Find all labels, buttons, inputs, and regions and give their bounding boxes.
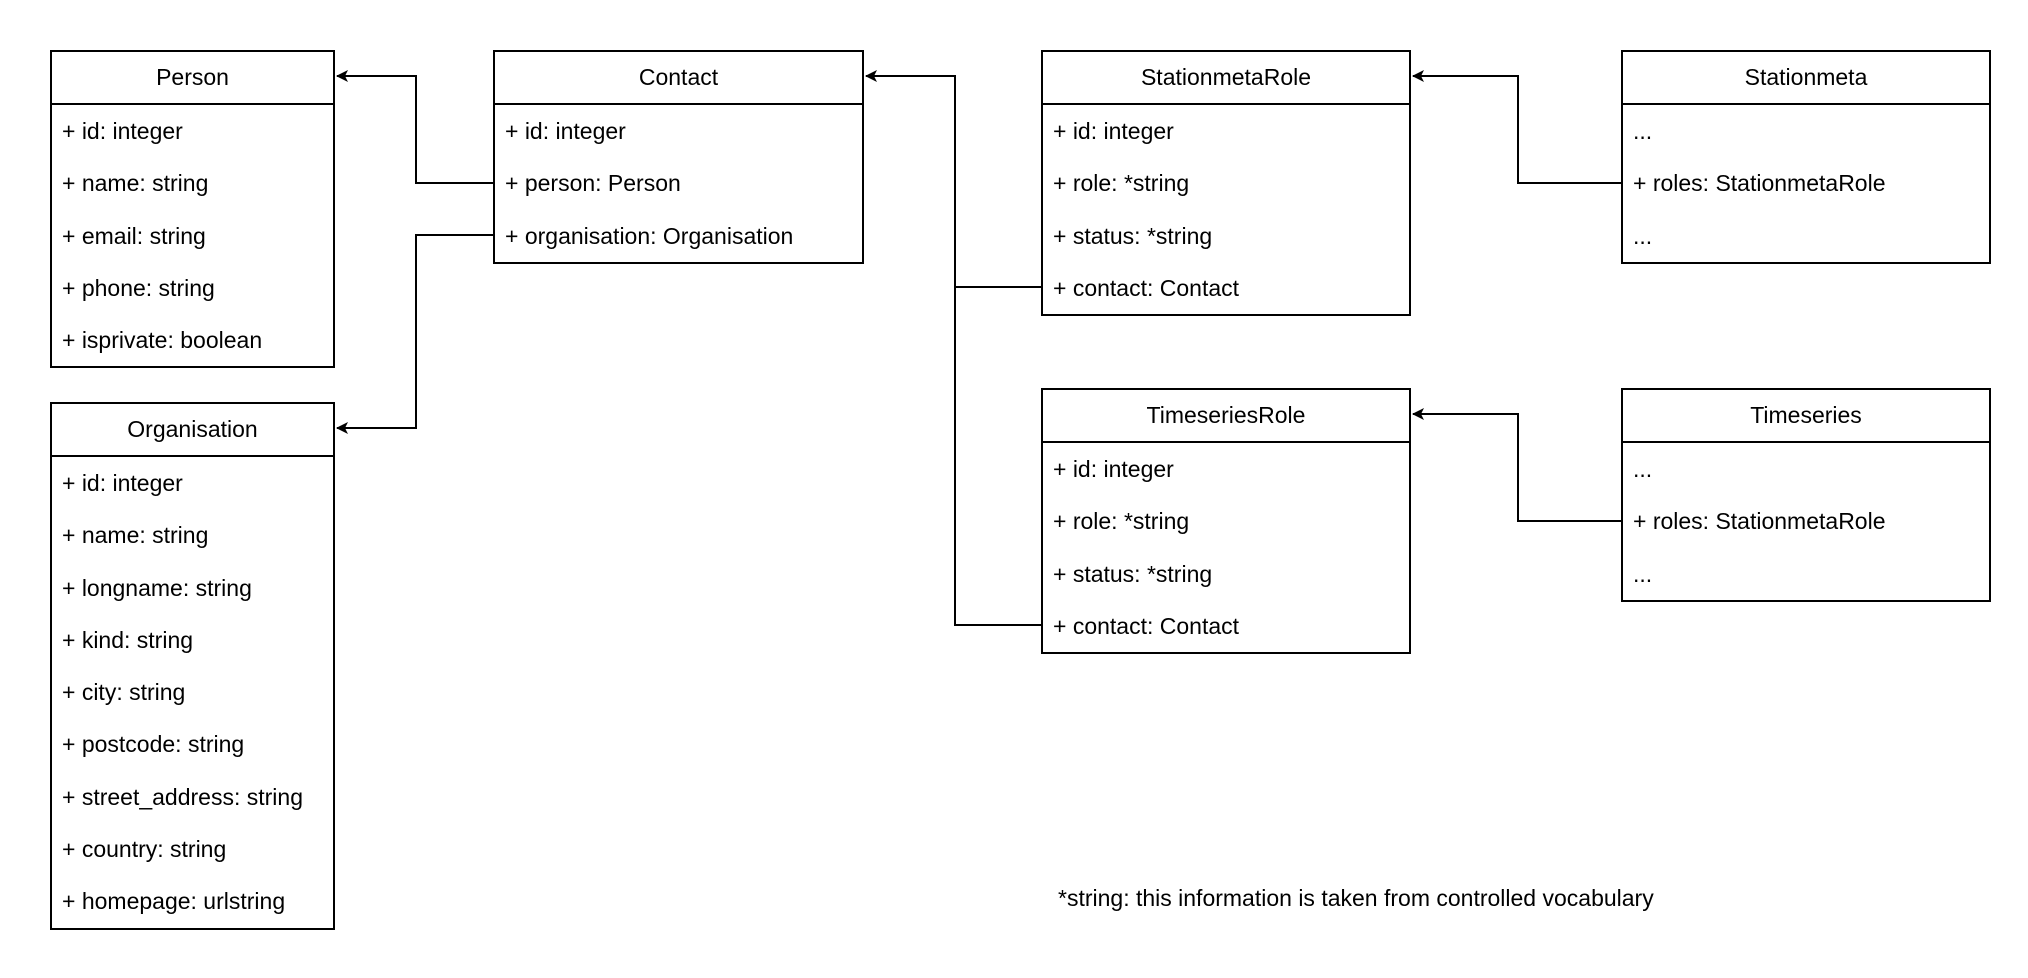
class-title: Organisation xyxy=(52,404,333,457)
relation-timeseriesrole-contact xyxy=(954,287,1043,626)
class-attribute: + id: integer xyxy=(1053,456,1174,482)
class-attribute: + id: integer xyxy=(1053,118,1174,144)
class-attribute: + country: string xyxy=(62,836,227,863)
class-attribute: + phone: string xyxy=(62,274,215,301)
class-title: Timeseries xyxy=(1623,390,1989,443)
class-attribute: + contact: Contact xyxy=(1053,612,1240,639)
class-attribute: + longname: string xyxy=(62,574,252,601)
relation-stationmetarole-contact xyxy=(865,70,1043,288)
class-attribute: + roles: StationmetaRole xyxy=(1633,508,1886,535)
class-person: Person + id: integer + name: string + em… xyxy=(50,50,335,369)
class-attribute: + role: *string xyxy=(1053,170,1190,197)
class-contact: Contact + id: integer + person: Person +… xyxy=(493,50,864,264)
class-attribute: + homepage: urlstring xyxy=(62,888,286,915)
class-attribute: + name: string xyxy=(62,170,209,197)
class-organisation: Organisation + id: integer + name: strin… xyxy=(50,402,335,930)
class-attribute: + roles: StationmetaRole xyxy=(1633,170,1886,197)
relation-stationmeta-stationmetarole xyxy=(1412,70,1623,184)
class-attribute: + kind: string xyxy=(62,626,194,653)
class-timeseriesrole: TimeseriesRole + id: integer + role: *st… xyxy=(1041,388,1411,655)
class-title: StationmetaRole xyxy=(1043,52,1409,105)
class-attribute: + id: integer xyxy=(62,470,183,496)
class-attribute: + id: integer xyxy=(62,118,183,144)
class-attribute: + contact: Contact xyxy=(1053,274,1240,301)
class-attribute: + person: Person xyxy=(505,170,681,197)
class-stationmetarole: StationmetaRole + id: integer + role: *s… xyxy=(1041,50,1411,317)
class-attribute: + status: *string xyxy=(1053,222,1213,249)
class-attribute: ... xyxy=(1633,456,1653,482)
footnote: *string: this information is taken from … xyxy=(1058,885,1654,911)
class-attribute: ... xyxy=(1633,560,1653,587)
class-attribute: + name: string xyxy=(62,522,209,549)
class-attribute: ... xyxy=(1633,222,1653,249)
relation-contact-organisation xyxy=(336,234,495,434)
class-attribute: + id: integer xyxy=(505,118,626,144)
class-title: TimeseriesRole xyxy=(1043,390,1409,443)
class-attribute: + status: *string xyxy=(1053,560,1213,587)
class-title: Contact xyxy=(495,52,862,105)
class-attribute: + postcode: string xyxy=(62,731,245,758)
class-title: Stationmeta xyxy=(1623,52,1989,105)
class-title: Person xyxy=(52,52,333,105)
relation-contact-person xyxy=(336,70,495,184)
class-stationmeta: Stationmeta ... + roles: StationmetaRole… xyxy=(1621,50,1991,264)
class-attribute: + role: *string xyxy=(1053,508,1190,535)
class-attribute: ... xyxy=(1633,118,1653,144)
relation-timeseries-timeseriesrole xyxy=(1412,408,1623,522)
class-attribute: + street_address: string xyxy=(62,783,303,810)
class-attribute: + isprivate: boolean xyxy=(62,327,263,354)
class-attribute: + email: string xyxy=(62,222,206,249)
class-attribute: + organisation: Organisation xyxy=(505,222,794,249)
class-attribute: + city: string xyxy=(62,679,186,706)
class-timeseries: Timeseries ... + roles: StationmetaRole … xyxy=(1621,388,1991,602)
